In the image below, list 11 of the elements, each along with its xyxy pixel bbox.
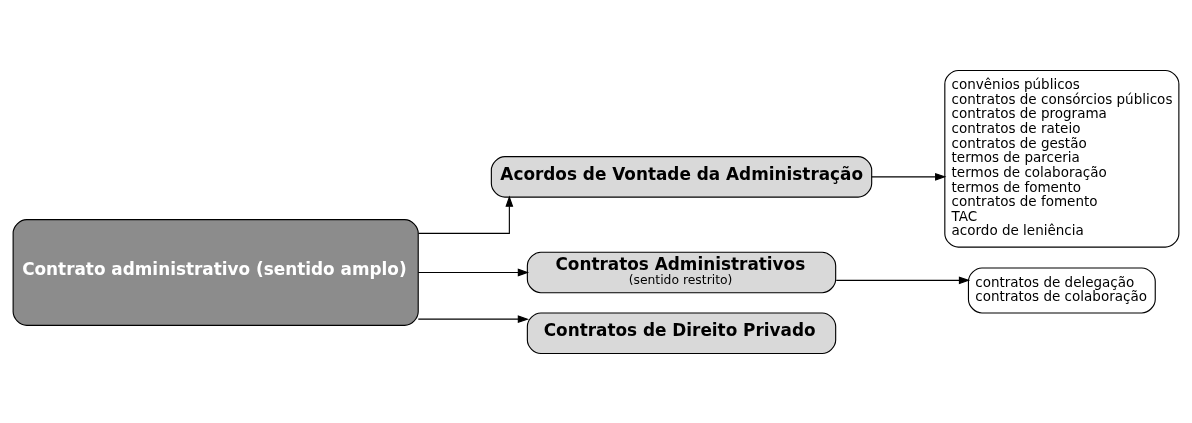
- arrow: [835, 275, 971, 284]
- node-box: contratos de delegação contratos de colaboração: [967, 266, 1156, 314]
- arrow: [417, 268, 530, 276]
- arrow: [417, 314, 530, 323]
- arrow: [871, 172, 947, 181]
- node-box: Contratos de Direito Privado: [526, 311, 837, 354]
- arrow: [417, 195, 514, 234]
- node-box: Contratos Administrativos (sentido restrito): [526, 251, 837, 293]
- node-box: Contrato administrativo (sentido amplo): [12, 218, 419, 326]
- node-box: convênios públicos contratos de consórcios públicos contratos de programa contratos de rateio contratos de gestão termos de parceria termos de colaboração termos de fomento contratos de fomento TAC acordo de leniência: [944, 69, 1180, 248]
- node-box: Acordos de Vontade da Administração: [490, 155, 873, 198]
